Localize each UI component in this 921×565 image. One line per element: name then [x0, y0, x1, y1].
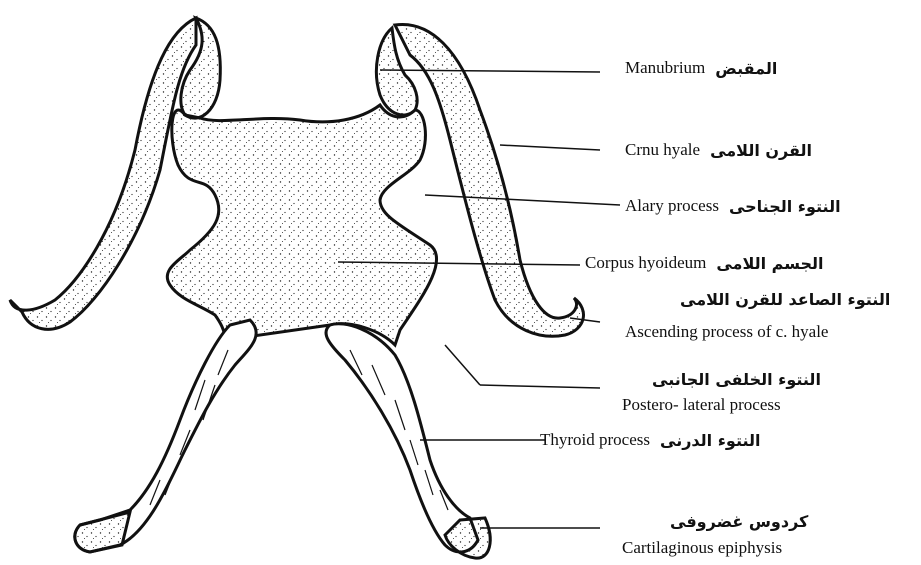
label-crnu-hyale: Crnu hyale القرن اللامى — [625, 140, 812, 160]
label-alary-process: Alary process النتوء الجناحى — [625, 196, 841, 216]
label-ascending-process-en: Ascending process of c. hyale — [625, 322, 828, 342]
label-manubrium-en: Manubrium — [625, 58, 705, 78]
label-ascending-process-ar: النتوء الصاعد للقرن اللامى — [680, 290, 890, 310]
left-epiphysis — [75, 512, 130, 552]
label-corpus-hyoideum-ar: الجسم اللامى — [716, 254, 823, 273]
corpus-hyoideum — [167, 105, 436, 345]
label-manubrium: Manubrium المقبض — [625, 58, 777, 78]
label-cartilaginous-epiphysis-ar: كردوس غضروفى — [670, 512, 808, 532]
label-thyroid-process-ar: النتوء الدرنى — [660, 431, 760, 450]
label-cartilaginous-epiphysis-en: Cartilaginous epiphysis — [622, 538, 782, 558]
label-manubrium-ar: المقبض — [715, 59, 777, 78]
label-thyroid-process: Thyroid process النتوء الدرنى — [540, 430, 761, 450]
label-alary-process-ar: النتوء الجناحى — [729, 197, 841, 216]
right-thyroid-process — [326, 324, 478, 552]
label-thyroid-process-en: Thyroid process — [540, 430, 650, 450]
label-corpus-hyoideum-en: Corpus hyoideum — [585, 253, 706, 273]
left-thyroid-process — [75, 320, 256, 552]
label-postero-lateral-en: Postero- lateral process — [622, 395, 781, 415]
label-crnu-hyale-ar: القرن اللامى — [710, 141, 812, 160]
label-corpus-hyoideum: Corpus hyoideum الجسم اللامى — [585, 253, 824, 273]
label-alary-process-en: Alary process — [625, 196, 719, 216]
label-crnu-hyale-en: Crnu hyale — [625, 140, 700, 160]
label-postero-lateral-ar: النتوء الخلفى الجانبى — [652, 370, 821, 390]
